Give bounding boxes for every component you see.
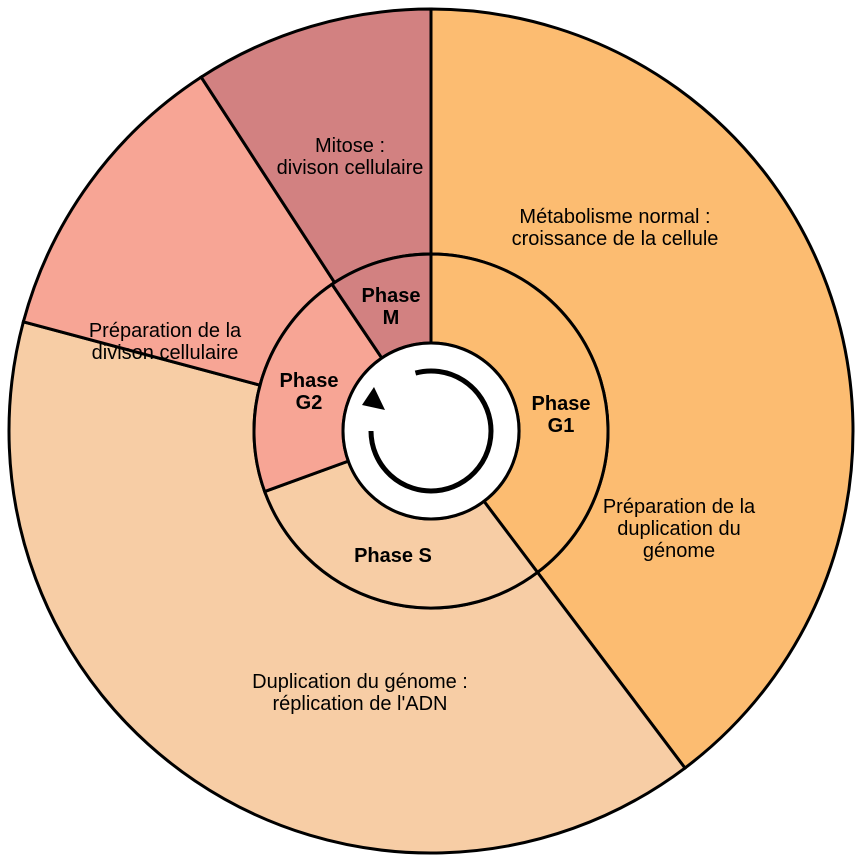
phase-description-g1-line: croissance de la cellule — [512, 228, 719, 250]
phase-description-g1-line: Métabolisme normal : — [519, 206, 710, 228]
phase-label-s-line: Phase S — [354, 545, 432, 567]
phase-description-s-line: Duplication du génome : — [252, 671, 468, 693]
phase-label-g1-line: G1 — [548, 415, 575, 437]
phase-description-extra-g1-line: Préparation de la — [603, 496, 756, 518]
phase-label-m-line: M — [383, 307, 400, 329]
circular-arrow-icon — [362, 368, 494, 494]
phase-description-s-line: réplication de l'ADN — [272, 693, 447, 715]
phase-description-s: Duplication du génome :réplication de l'… — [252, 671, 468, 715]
arrow-head — [362, 387, 385, 410]
phase-description-extra-g1-line: duplication du — [617, 518, 740, 540]
arrow-arc — [368, 368, 494, 494]
phase-label-g2-line: Phase — [280, 370, 339, 392]
phase-description-m-line: Mitose : — [315, 135, 385, 157]
phase-description-extra-g1-line: génome — [643, 540, 715, 562]
phase-label-s: Phase S — [354, 545, 432, 567]
phase-label-g1-line: Phase — [532, 393, 591, 415]
phase-description-m-line: divison cellulaire — [277, 157, 424, 179]
phase-label-m-line: Phase — [362, 285, 421, 307]
phase-description-g2-line: divison cellulaire — [92, 342, 239, 364]
phase-description-g2-line: Préparation de la — [89, 320, 242, 342]
phase-description-g1: Métabolisme normal :croissance de la cel… — [512, 206, 719, 250]
phase-label-g2-line: G2 — [296, 392, 323, 414]
phase-description-m: Mitose :divison cellulaire — [277, 135, 424, 179]
